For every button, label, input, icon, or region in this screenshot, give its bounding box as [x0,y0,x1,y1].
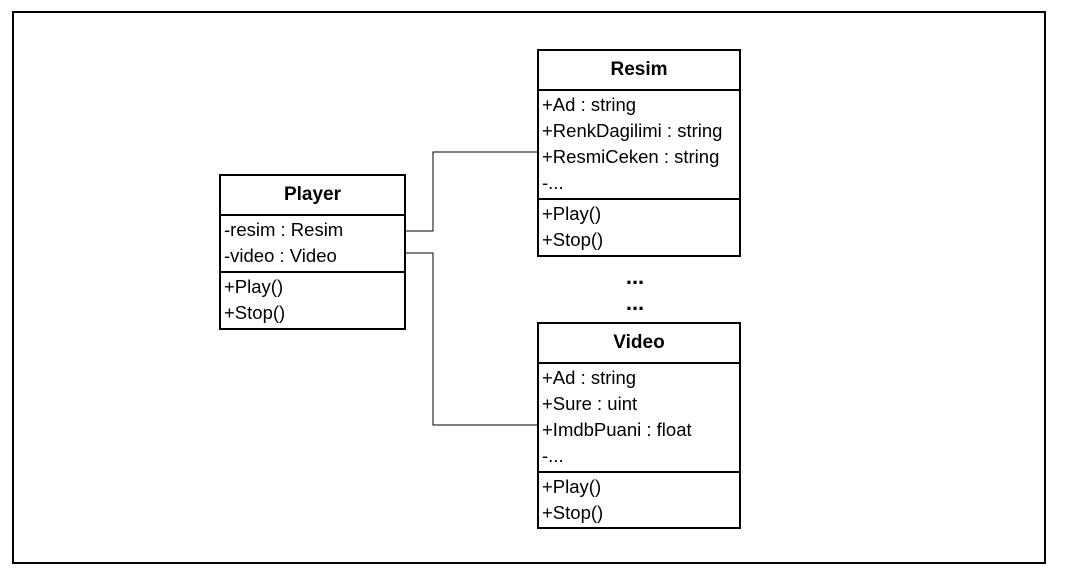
attribute: -... [542,445,564,466]
method: +Play() [224,276,284,297]
class-video-name: Video [539,324,739,364]
class-player[interactable]: Player -resim : Resim -video : Video +Pl… [219,174,406,330]
class-resim[interactable]: Resim +Ad : string +RenkDagilimi : strin… [537,49,741,257]
class-video[interactable]: Video +Ad : string +Sure : uint +ImdbPua… [537,322,741,529]
class-resim-attributes: +Ad : string +RenkDagilimi : string +Res… [539,91,739,198]
attribute: +ImdbPuani : float [542,419,692,440]
association-player-resim [405,151,540,232]
attribute: -... [542,172,564,193]
class-player-methods: +Play() +Stop() [221,271,404,328]
class-resim-name: Resim [539,51,739,91]
association-player-video [405,252,540,426]
class-video-attributes: +Ad : string +Sure : uint +ImdbPuani : f… [539,364,739,471]
attribute: +ResmiCeken : string [542,146,720,167]
attribute: +Ad : string [542,367,637,388]
diagram-frame [12,11,1046,564]
ellipsis-1: ... [625,264,645,289]
method: +Stop() [542,502,604,523]
class-player-attributes: -resim : Resim -video : Video [221,216,404,271]
attribute: +Ad : string [542,94,637,115]
class-video-methods: +Play() +Stop() [539,471,739,528]
ellipsis-2: ... [625,290,645,315]
attribute: +Sure : uint [542,393,638,414]
attribute: +RenkDagilimi : string [542,120,723,141]
method: +Play() [542,203,602,224]
attribute: -video : Video [224,245,337,266]
method: +Stop() [542,229,604,250]
class-resim-methods: +Play() +Stop() [539,198,739,255]
method: +Stop() [224,302,286,323]
method: +Play() [542,476,602,497]
class-player-name: Player [221,176,404,216]
attribute: -resim : Resim [224,219,344,240]
